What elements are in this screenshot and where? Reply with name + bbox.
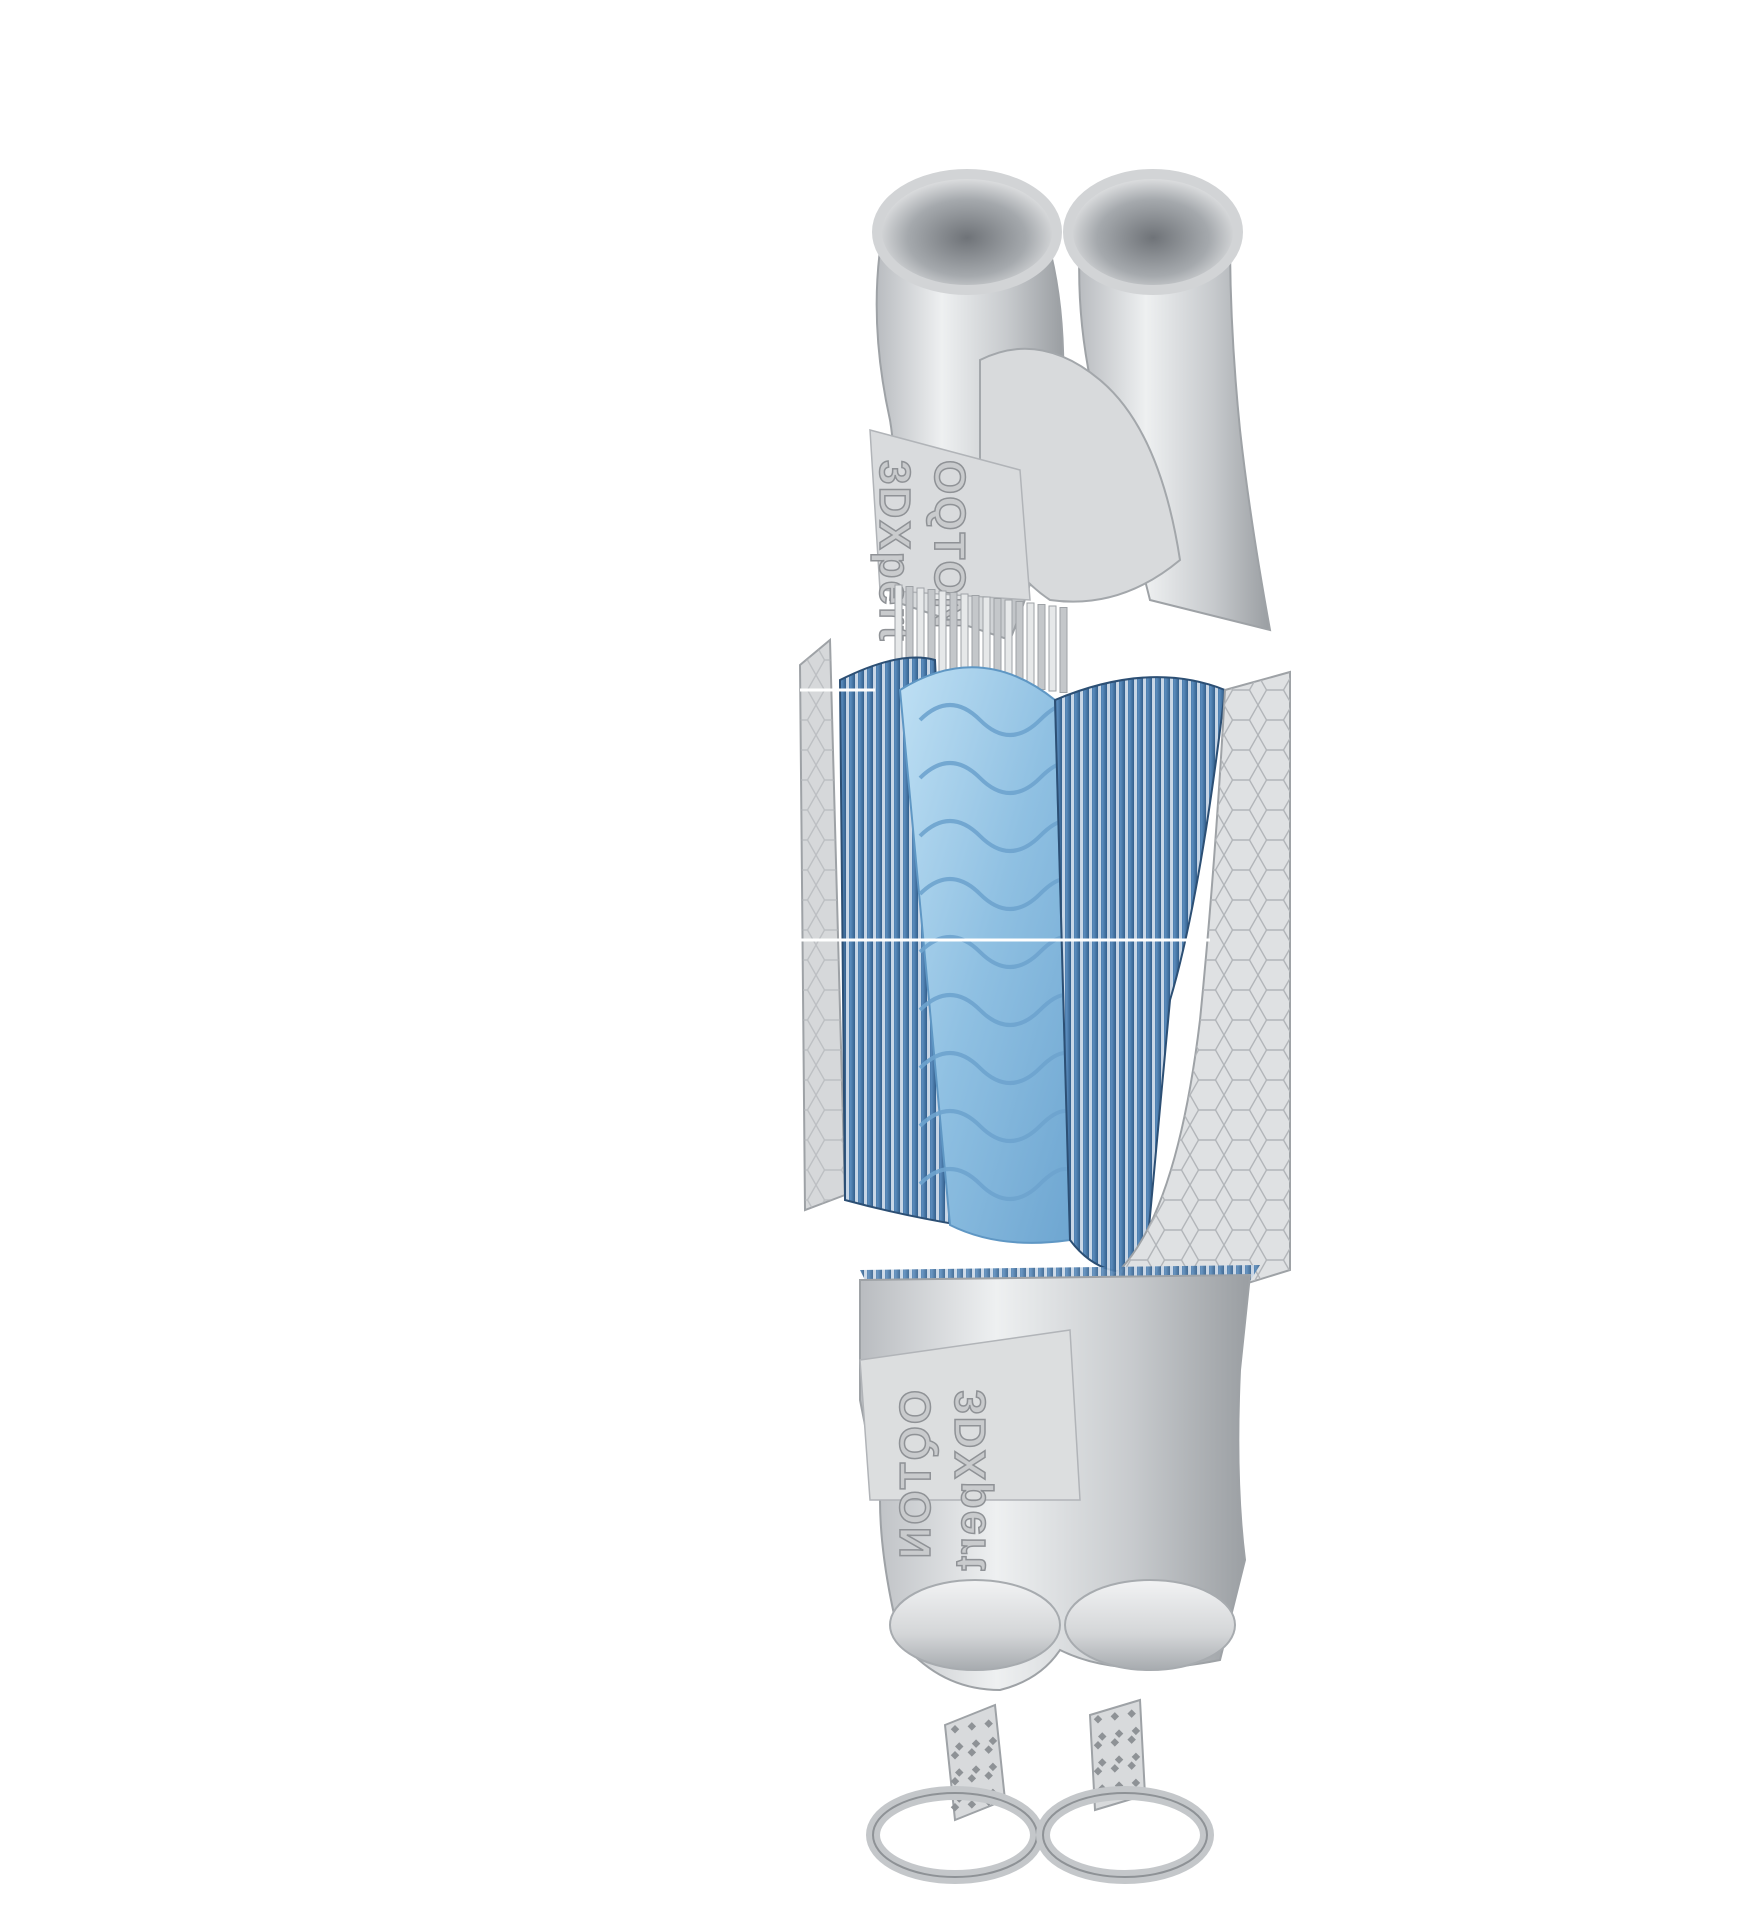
insert-hole bbox=[1114, 1755, 1124, 1764]
comb-tooth bbox=[1026, 602, 1035, 689]
comb-tooth bbox=[1037, 604, 1046, 690]
insert-hole bbox=[1127, 1709, 1136, 1718]
insert-hole bbox=[955, 1768, 964, 1777]
comb-tooth bbox=[938, 590, 947, 677]
insert-hole bbox=[1093, 1714, 1103, 1724]
bottom-manifold: OQTON 3DXpert bbox=[859, 1273, 1252, 1692]
insert-hole bbox=[1098, 1758, 1107, 1767]
comb-tooth bbox=[1048, 605, 1057, 692]
insert-hole bbox=[971, 1765, 981, 1774]
insert-hole bbox=[1110, 1712, 1120, 1721]
insert-hole bbox=[955, 1742, 964, 1751]
insert-hole bbox=[1110, 1738, 1120, 1747]
comb-tooth bbox=[1059, 607, 1068, 693]
insert-hole bbox=[988, 1736, 998, 1746]
insert-hole bbox=[988, 1762, 998, 1772]
bottom-engraving-line1: 3DXpert bbox=[946, 1390, 995, 1573]
top-left-pipe-opening bbox=[872, 169, 1062, 295]
top-engraved-face bbox=[869, 429, 1031, 601]
comb-tooth bbox=[1015, 601, 1024, 687]
insert-hole bbox=[1127, 1761, 1136, 1770]
top-right-pipe-opening bbox=[1063, 169, 1243, 295]
bottom-right-pipe-base bbox=[1064, 1579, 1236, 1671]
insert-hole bbox=[1093, 1767, 1103, 1776]
core-wave bbox=[918, 1109, 1082, 1143]
insert-hole bbox=[1114, 1729, 1124, 1738]
right-insert bbox=[1036, 1698, 1214, 1884]
insert-hole bbox=[1131, 1726, 1141, 1736]
insert-hole bbox=[1098, 1732, 1107, 1741]
comb-tooth bbox=[949, 592, 958, 678]
insert-hole bbox=[1093, 1741, 1103, 1750]
bottom-engraved-face bbox=[859, 1329, 1081, 1501]
insert-hole bbox=[1110, 1764, 1120, 1773]
insert-hole bbox=[1131, 1752, 1141, 1762]
top-manifold: 3DXpert OQTON bbox=[869, 169, 1272, 693]
comb-tooth bbox=[894, 584, 903, 671]
insert-hole bbox=[1131, 1778, 1141, 1788]
left-insert bbox=[866, 1703, 1044, 1884]
comb-tooth bbox=[960, 593, 969, 680]
bottom-engraving-line2: OQTON bbox=[891, 1390, 940, 1561]
top-manifold-comb bbox=[894, 584, 1068, 693]
inlet-inserts bbox=[866, 1698, 1214, 1884]
core-wave bbox=[918, 1167, 1082, 1201]
insert-hole bbox=[1127, 1735, 1136, 1744]
core-wave bbox=[918, 1051, 1082, 1085]
core-section bbox=[798, 637, 1291, 1337]
bottom-left-pipe-base bbox=[889, 1579, 1061, 1671]
insert-hole bbox=[971, 1739, 981, 1748]
